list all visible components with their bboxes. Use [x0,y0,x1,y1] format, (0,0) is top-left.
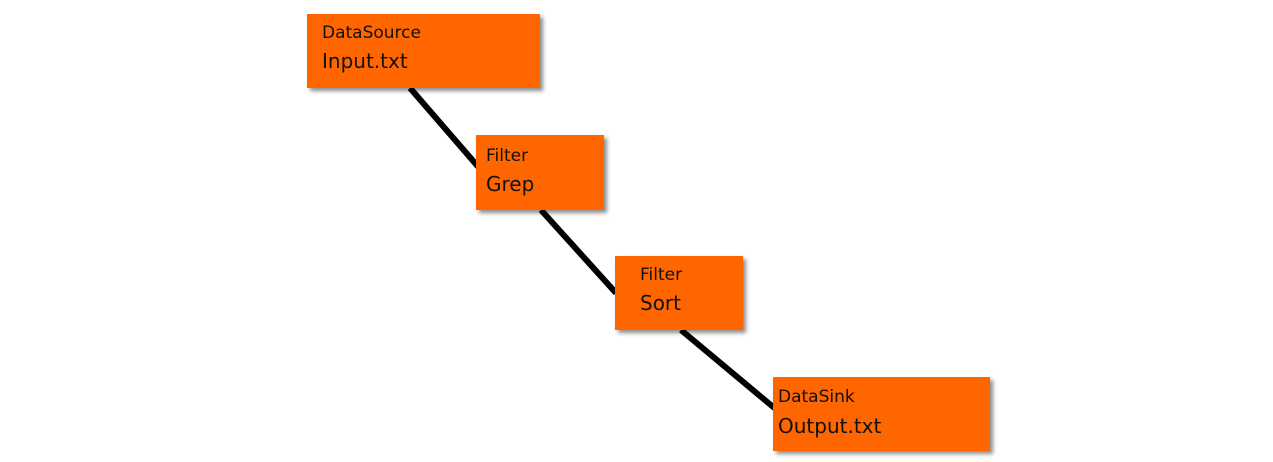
node-filter-grep[interactable]: Filter Grep [476,135,604,210]
connector-datasource-to-grep [407,86,484,172]
node-name-label: Input.txt [322,49,408,73]
connector-grep-to-sort [538,207,619,296]
node-datasink[interactable]: DataSink Output.txt [773,377,990,451]
node-kind-label: Filter [640,265,683,285]
node-name-label: Grep [486,172,535,196]
node-kind-label: DataSink [778,387,855,407]
node-kind-label: Filter [486,146,529,166]
node-name-label: Sort [640,291,681,315]
node-datasource[interactable]: DataSource Input.txt [307,14,540,88]
node-filter-sort[interactable]: Filter Sort [615,256,743,330]
node-name-label: Output.txt [778,414,882,438]
node-kind-label: DataSource [322,23,421,43]
connector-sort-to-datasink [679,327,780,414]
